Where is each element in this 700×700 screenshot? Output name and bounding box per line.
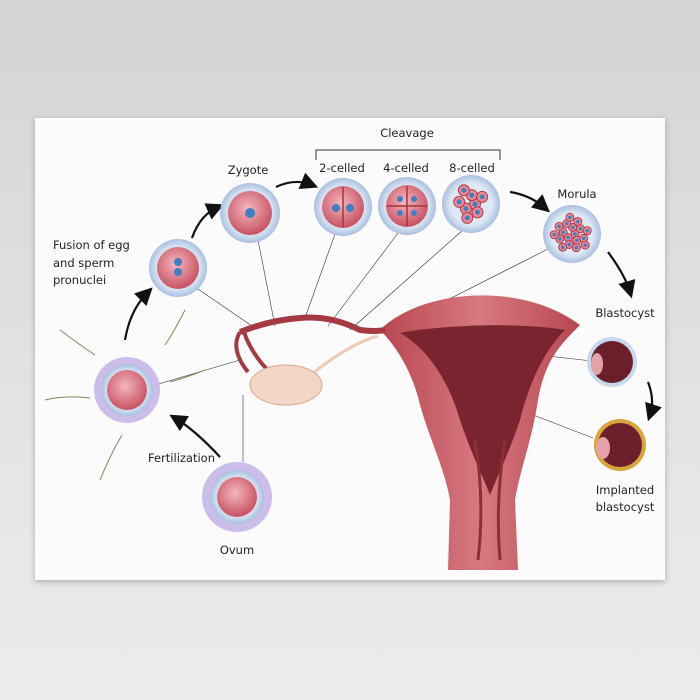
fertilized-egg-with-sperm xyxy=(44,309,206,481)
label-blastocyst: Blastocyst xyxy=(595,306,655,320)
implanted-blastocyst-cell xyxy=(594,419,646,471)
nucleus xyxy=(583,243,587,247)
nucleus xyxy=(581,236,586,241)
label-8-celled: 8-celled xyxy=(449,161,495,175)
cleavage-bracket xyxy=(315,149,501,160)
uterus-illustration xyxy=(234,295,580,570)
nucleus xyxy=(472,201,478,207)
nucleus xyxy=(568,215,572,220)
nucleus xyxy=(469,192,475,198)
nucleus xyxy=(461,187,467,193)
two-celled-cell xyxy=(314,178,372,236)
label-fusion-2: and sperm xyxy=(53,256,114,270)
ovum-cell xyxy=(202,462,272,532)
label-cleavage: Cleavage xyxy=(380,126,434,140)
blastocyst-cell xyxy=(587,337,637,387)
label-implanted-2: blastocyst xyxy=(596,500,655,514)
fusion-cell xyxy=(149,239,207,297)
morula-cell xyxy=(543,205,601,263)
nucleus xyxy=(464,215,470,221)
four-celled-cell xyxy=(378,177,436,235)
zygote-cell xyxy=(220,183,280,243)
label-2-celled: 2-celled xyxy=(319,161,365,175)
label-morula: Morula xyxy=(557,187,596,201)
nucleus xyxy=(575,238,579,243)
ovary xyxy=(249,364,323,406)
nucleus xyxy=(578,226,583,231)
sequence-arrows xyxy=(123,172,662,458)
nucleus xyxy=(564,221,569,226)
nucleus xyxy=(570,225,575,230)
nucleus xyxy=(479,194,485,200)
eight-celled-cell xyxy=(442,175,500,233)
nucleus xyxy=(574,245,579,250)
label-4-celled: 4-celled xyxy=(383,161,429,175)
nucleus xyxy=(585,228,590,233)
nucleus xyxy=(560,245,565,250)
nucleus xyxy=(576,219,580,224)
label-fusion-3: pronuclei xyxy=(53,273,106,287)
nucleus xyxy=(474,209,480,215)
nucleus xyxy=(456,199,462,205)
nucleus xyxy=(558,237,562,241)
nucleus xyxy=(463,206,469,212)
nucleus xyxy=(552,232,557,237)
nucleus xyxy=(561,230,565,235)
label-ovum: Ovum xyxy=(220,543,254,557)
label-implanted-1: Implanted xyxy=(596,483,654,497)
nucleus xyxy=(557,224,561,229)
label-zygote: Zygote xyxy=(228,163,269,177)
nucleus xyxy=(567,242,571,247)
nucleus xyxy=(566,235,570,240)
label-fusion-1: Fusion of egg xyxy=(53,238,130,252)
nucleus xyxy=(573,232,577,236)
label-fertilization: Fertilization xyxy=(148,451,215,465)
